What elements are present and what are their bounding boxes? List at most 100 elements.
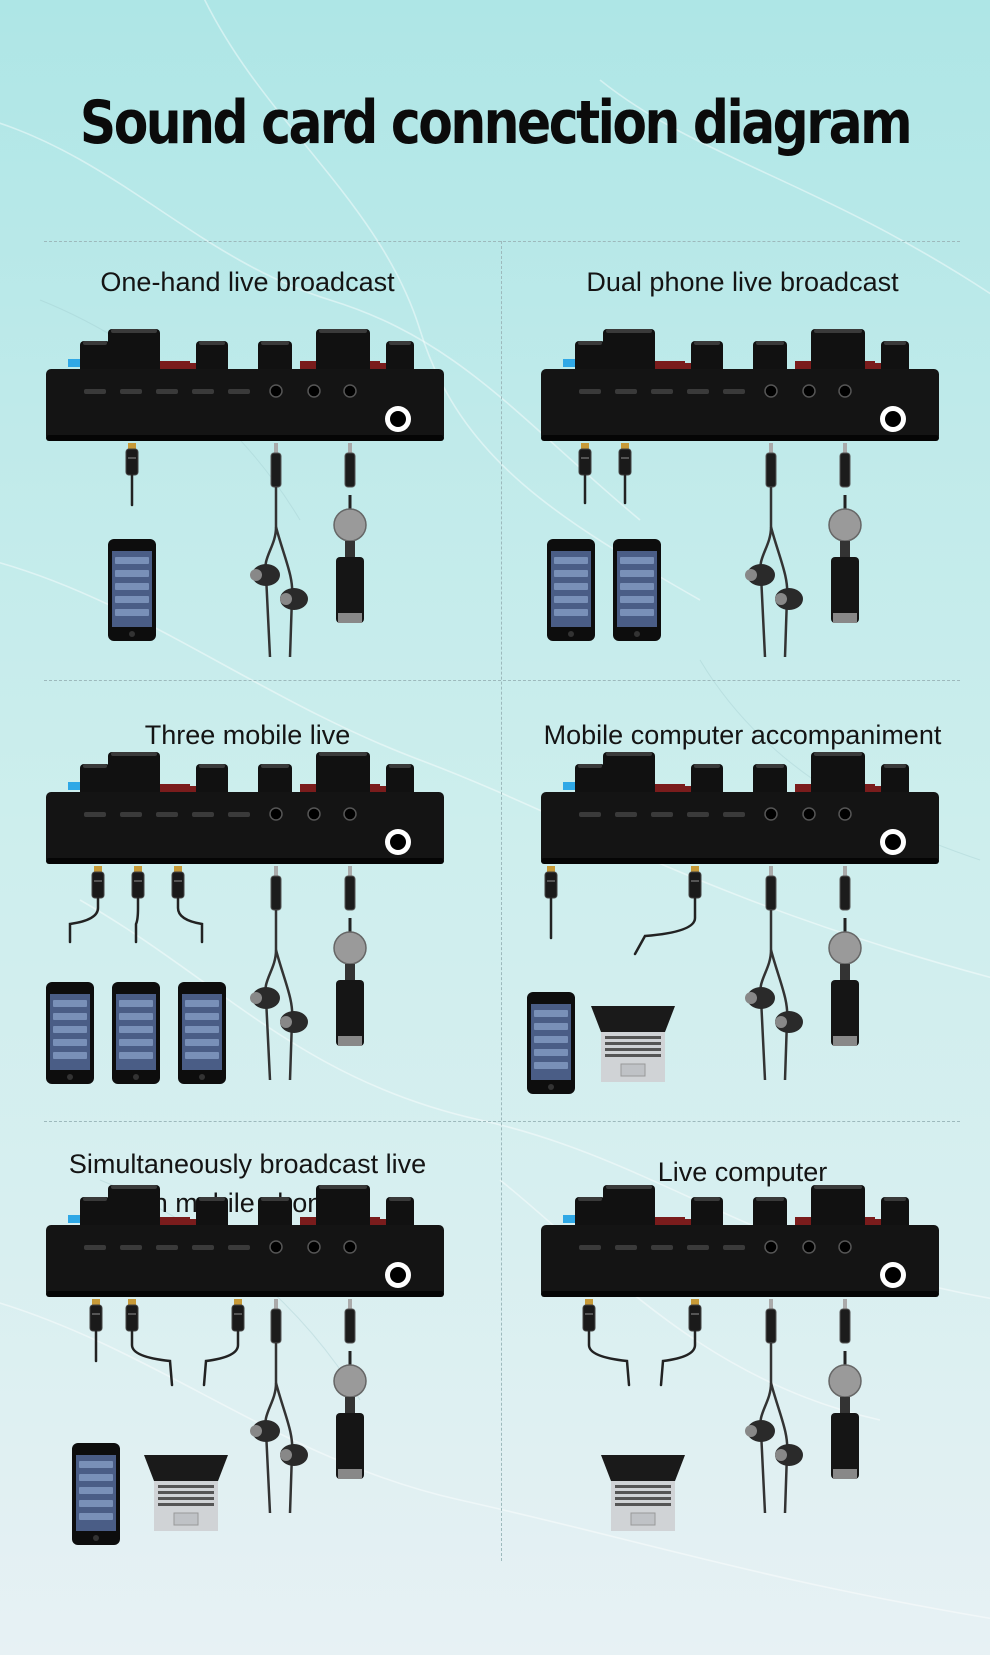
earphones-icon [745, 487, 803, 658]
earphones-icon [745, 1343, 803, 1514]
knob [753, 341, 787, 373]
mic-head [828, 931, 862, 965]
usb-plug-icon [91, 866, 105, 899]
audio-jack-icon [270, 866, 282, 911]
audio-jack-icon [839, 443, 851, 488]
knob [80, 341, 110, 373]
mic-body [831, 557, 859, 623]
knob [691, 1197, 723, 1229]
audio-port [269, 384, 283, 398]
laptop-screen [601, 1455, 685, 1481]
led-indicator [563, 1215, 577, 1223]
audio-port [764, 807, 778, 821]
mic-head [828, 1364, 862, 1398]
laptop-icon [591, 1006, 675, 1082]
audio-port [764, 1240, 778, 1254]
panel-title: Three mobile live [144, 720, 351, 750]
mic-head [333, 1364, 367, 1398]
audio-port [802, 1240, 816, 1254]
knob [691, 764, 723, 796]
connection-scene [527, 752, 939, 1094]
usb-port [156, 389, 178, 394]
audio-port [838, 1240, 852, 1254]
mic-body [336, 980, 364, 1046]
knob [108, 329, 160, 373]
knob [80, 764, 110, 796]
knob [386, 1197, 414, 1229]
audio-port [269, 807, 283, 821]
sound-card-body [541, 1225, 939, 1297]
led-indicator [68, 782, 82, 790]
usb-plug-icon [688, 866, 702, 899]
knob [316, 329, 370, 373]
microphone-icon [828, 918, 862, 1046]
usb-port [192, 812, 214, 817]
knob [603, 1185, 655, 1229]
audio-port [764, 384, 778, 398]
knob [881, 1197, 909, 1229]
knob [603, 752, 655, 796]
divider-row-3 [44, 1121, 960, 1122]
usb-port [687, 812, 709, 817]
laptop-screen [144, 1455, 228, 1481]
usb-port [228, 1245, 250, 1250]
led-indicator [563, 782, 577, 790]
cable [130, 1329, 174, 1387]
usb-port [615, 812, 637, 817]
earbud [252, 1420, 280, 1442]
knob [196, 1197, 228, 1229]
audio-port [343, 1240, 357, 1254]
usb-port [651, 812, 673, 817]
panel-one-hand-live: One-hand live broadcast [0, 241, 495, 681]
usb-port [579, 1245, 601, 1250]
earphones-icon [250, 1343, 308, 1514]
earphones-icon [745, 910, 803, 1081]
usb-plug-icon [618, 443, 632, 476]
sound-card-body [46, 792, 444, 864]
panel-mobile-computer-accompaniment: Mobile computer accompaniment [495, 680, 990, 1120]
connection-scene [46, 329, 444, 658]
usb-port [84, 1245, 106, 1250]
knob [196, 341, 228, 373]
sound-card-body [541, 369, 939, 441]
panel-title: Live computer [657, 1157, 828, 1187]
phone-icon [46, 982, 94, 1084]
audio-jack-icon [344, 866, 356, 911]
audio-port [307, 1240, 321, 1254]
microphone-icon [333, 918, 367, 1046]
panel-subtitle: on mobile phone [137, 1188, 338, 1218]
knob [108, 752, 160, 796]
cable [202, 1329, 240, 1387]
page-title: Sound card connection diagram [79, 88, 913, 158]
earbud [252, 564, 280, 586]
usb-port [615, 1245, 637, 1250]
connection-scene [541, 329, 939, 658]
usb-plug-icon [125, 1299, 139, 1332]
knob [575, 1197, 605, 1229]
knob [881, 341, 909, 373]
laptop-screen [591, 1006, 675, 1032]
mic-head [333, 931, 367, 965]
knob [316, 1185, 370, 1229]
audio-port [802, 384, 816, 398]
audio-jack-icon [839, 866, 851, 911]
knob [575, 764, 605, 796]
panel-dual-phone-live: Dual phone live broadcast [495, 241, 990, 681]
usb-port [228, 812, 250, 817]
usb-port [120, 1245, 142, 1250]
usb-port [579, 389, 601, 394]
knob [258, 341, 292, 373]
usb-plug-icon [582, 1299, 596, 1332]
knob [258, 764, 292, 796]
audio-port [838, 384, 852, 398]
usb-port [651, 1245, 673, 1250]
knob [258, 1197, 292, 1229]
earbud [747, 1420, 775, 1442]
knob [753, 764, 787, 796]
divider-row-2 [44, 680, 960, 681]
microphone-icon [828, 495, 862, 623]
usb-plug-icon [125, 443, 139, 476]
usb-port [120, 389, 142, 394]
sound-card-icon [46, 329, 444, 441]
phone-icon [72, 1443, 120, 1545]
